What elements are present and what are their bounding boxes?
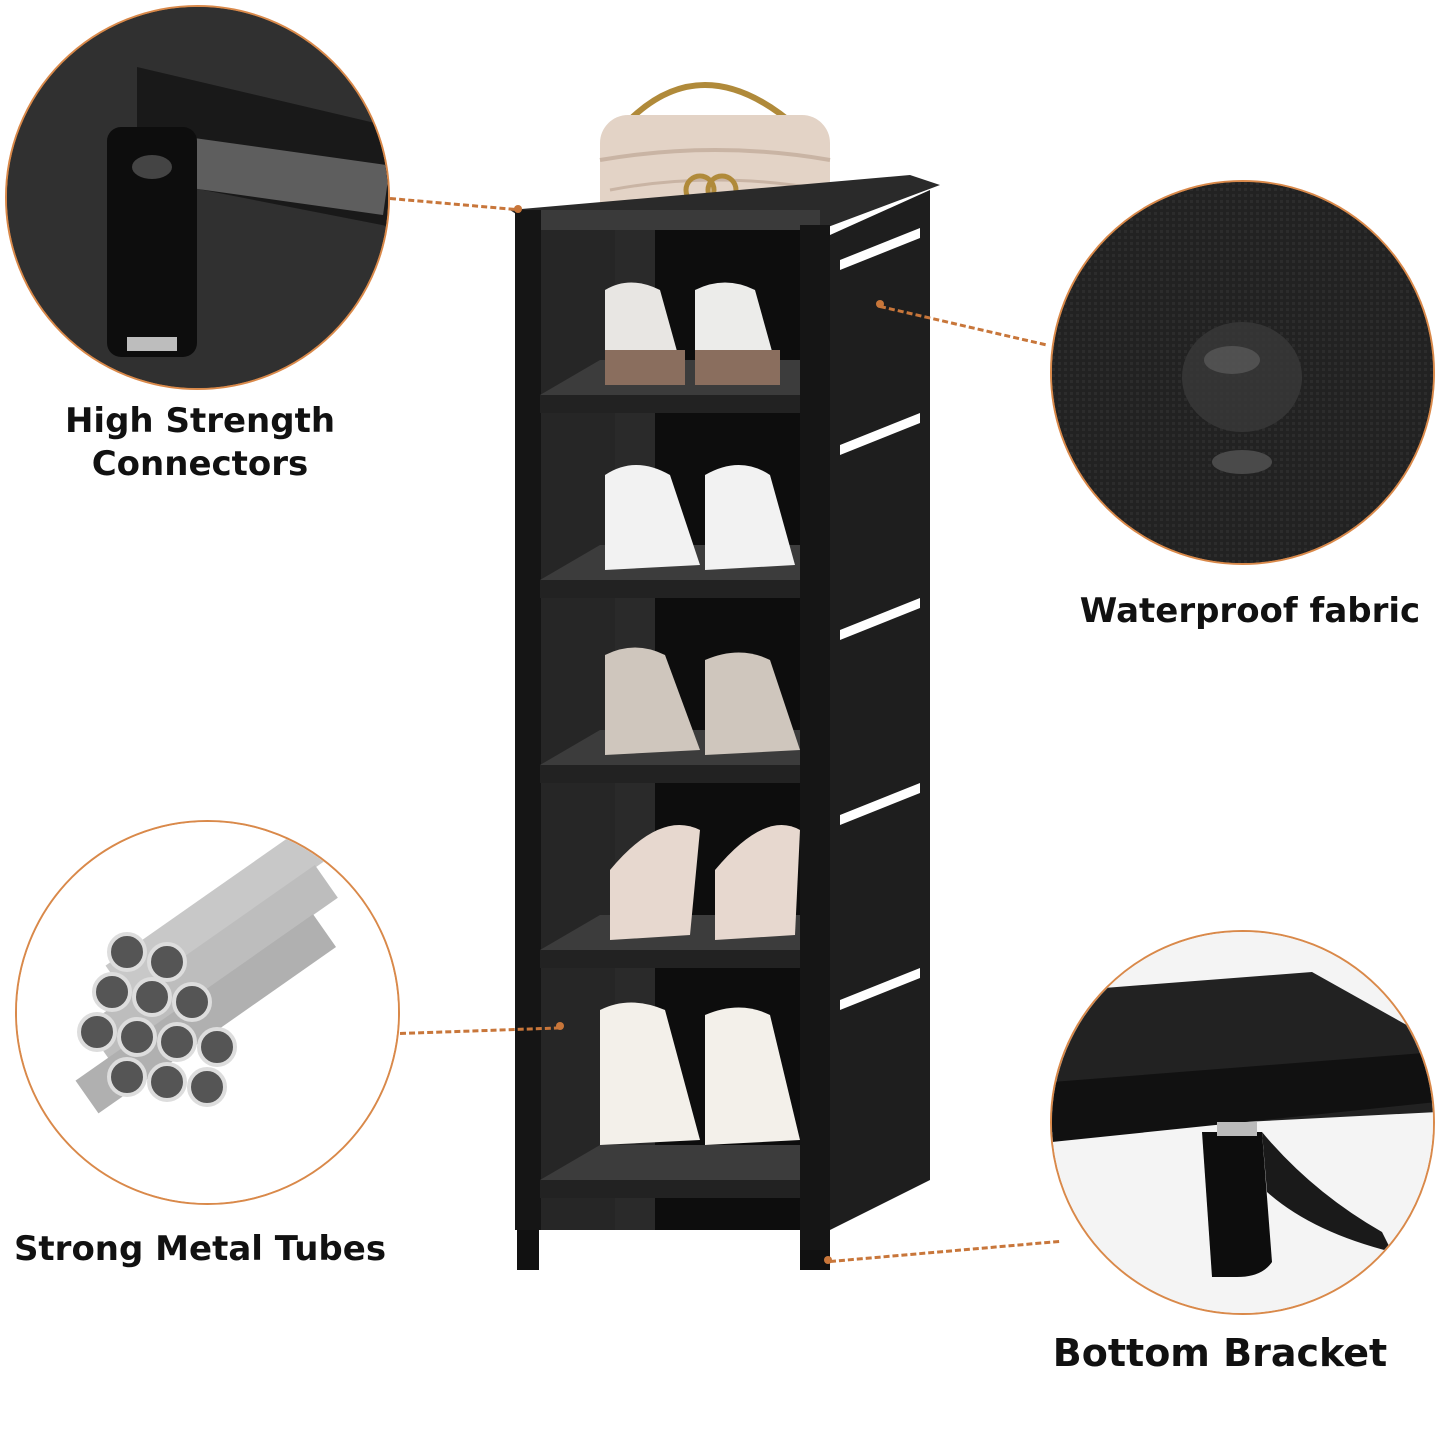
metal-tubes-icon [17, 822, 398, 1203]
bracket-detail-circle [1050, 930, 1435, 1315]
shoe-pair-3 [605, 647, 800, 755]
shoe-pair-2 [605, 465, 795, 570]
shoe-pair-4 [610, 825, 800, 940]
bracket-closeup-icon [1052, 932, 1433, 1313]
shoe-rack-illustration [500, 50, 960, 1270]
label-connectors: High Strength Connectors [50, 400, 350, 485]
leader-dot-bracket [824, 1256, 832, 1264]
leader-dot-tubes [556, 1022, 564, 1030]
label-bracket: Bottom Bracket [1052, 1331, 1388, 1375]
leader-dot-fabric [876, 300, 884, 308]
leader-dot-connectors [514, 205, 522, 213]
connector-closeup-icon [7, 7, 388, 388]
label-tubes: Strong Metal Tubes [13, 1229, 387, 1269]
leader-connectors [389, 197, 515, 211]
label-connectors-line2: Connectors [91, 443, 309, 484]
shoe-pair-1 [605, 282, 780, 385]
connector-detail-circle [5, 5, 390, 390]
fabric-detail-circle [1050, 180, 1435, 565]
shoe-pair-5 [600, 1002, 800, 1145]
label-connectors-line1: High Strength [64, 401, 336, 441]
tubes-detail-circle [15, 820, 400, 1205]
water-droplet-icon [1052, 182, 1433, 563]
label-fabric: Waterproof fabric [1079, 591, 1421, 631]
